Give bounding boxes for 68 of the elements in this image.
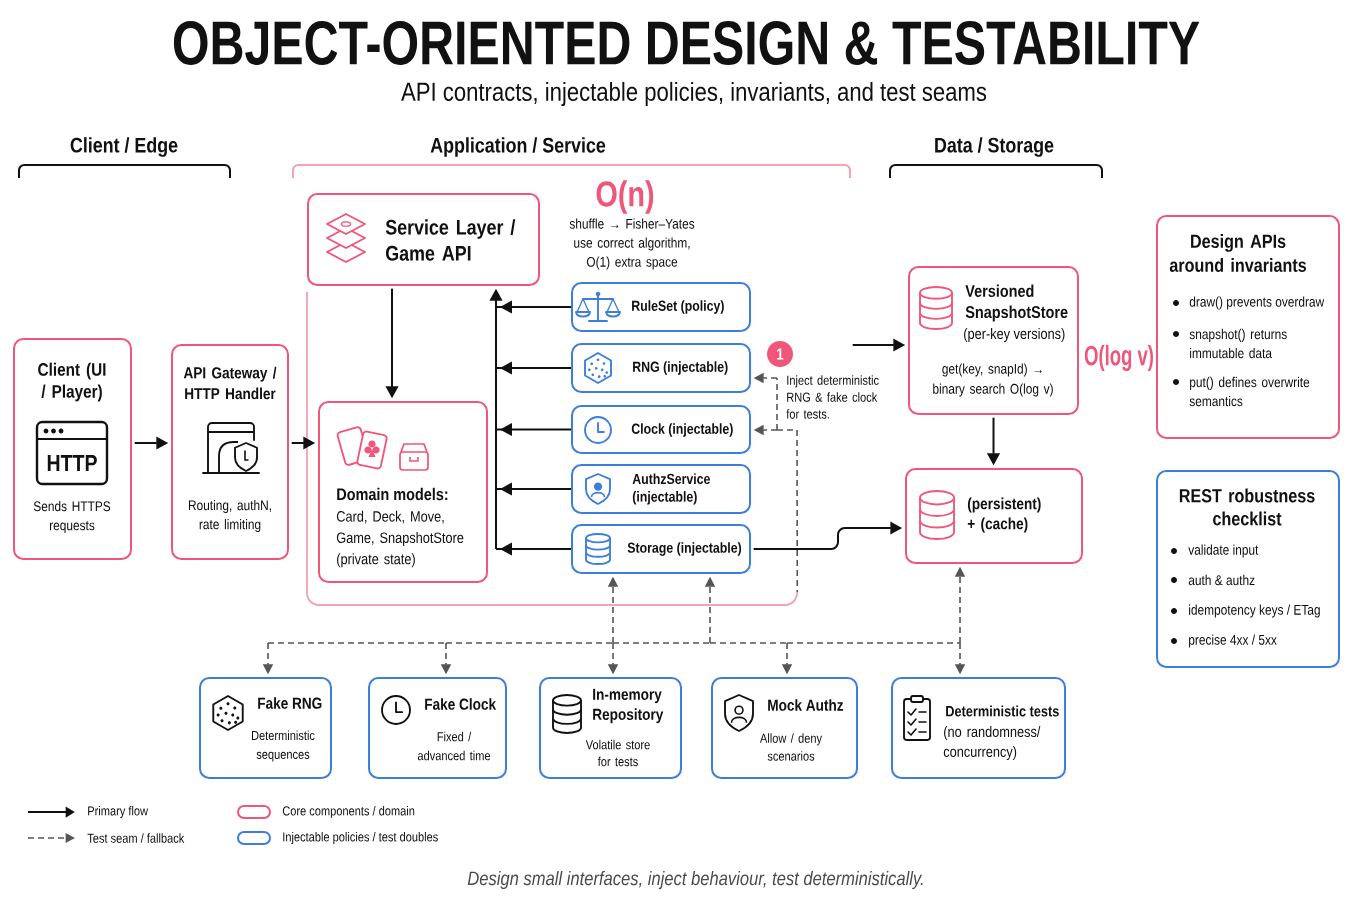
card-label: AuthzService (injectable) <box>632 473 710 505</box>
component-box <box>307 193 540 286</box>
note-box <box>1156 215 1340 439</box>
card-title: Domain models: <box>337 487 448 501</box>
card-title: In-memory Repository <box>593 688 664 724</box>
column-header: Data / Storage <box>935 137 1054 157</box>
bullet-text: auth & authz <box>1188 574 1255 586</box>
column-header: Application / Service <box>430 137 606 157</box>
card-title: Design APIs around invariants <box>1169 234 1307 272</box>
legend-label: Test seam / fallback <box>87 833 185 843</box>
card-title: Versioned SnapshotStore <box>965 284 1068 322</box>
note-box <box>1156 470 1340 668</box>
subtitle: API contracts, injectable policies, invariants, and test seams <box>401 81 987 107</box>
card-title: Mock Authz <box>768 699 844 711</box>
complexity-label: O(n) <box>596 180 654 214</box>
card-text: Routing, authN, rate limiting <box>188 499 271 533</box>
component-box <box>318 401 488 583</box>
card-title: Fake Clock <box>425 698 497 710</box>
card-title: REST robustness checklist <box>1179 488 1315 526</box>
card-text: Card, Deck, Move, Game, SnapshotStore (private state) <box>336 510 464 568</box>
card-title: Service Layer / Game API <box>385 219 516 261</box>
card-title: API Gateway / HTTP Handler <box>183 366 277 400</box>
browser-window: HTTP <box>35 420 109 486</box>
title: OBJECT-ORIENTED DESIGN & TESTABILITY <box>173 21 1200 65</box>
card-title: Client (UI / Player) <box>38 362 106 402</box>
bullet-text: put() defines overwrite semantics <box>1189 376 1310 407</box>
policy-box <box>571 343 751 393</box>
bullet-text: idempotency keys / ETag <box>1189 604 1320 618</box>
component-box <box>171 344 289 560</box>
card-text: Sends HTTPS requests <box>33 500 111 534</box>
card-label: Clock (injectable) <box>631 423 733 437</box>
legend-label: Core components / domain <box>282 805 415 819</box>
card-title: Deterministic tests <box>946 705 1059 717</box>
test-double-box <box>711 677 858 779</box>
bullet-text: validate input <box>1188 544 1259 558</box>
bullet-text: snapshot() returns immutable data <box>1189 328 1287 359</box>
test-double-box <box>891 677 1066 779</box>
card-label: Storage (injectable) <box>627 542 742 556</box>
card-text: Deterministic sequences <box>251 730 315 762</box>
policy-box <box>571 282 751 332</box>
card-text: (per-key versions) <box>964 328 1065 342</box>
test-double-box <box>199 677 332 779</box>
policy-box <box>571 464 751 514</box>
card-label: (persistent) + (cache) <box>967 497 1041 533</box>
legend-label: Primary flow <box>88 805 149 819</box>
test-double-box <box>368 677 507 779</box>
card-text: Allow / deny scenarios <box>760 733 822 761</box>
card-label: RNG (injectable) <box>633 361 728 375</box>
callout-badge: 1 <box>767 341 793 367</box>
annotation-text: Inject deterministic RNG & fake clock for tests. <box>786 375 879 419</box>
card-text: get(key, snapId) → binary search O(log v) <box>933 363 1053 397</box>
test-double-box <box>539 677 682 779</box>
card-text: Volatile store for tests <box>585 739 650 767</box>
annotation-text: shuffle → Fisher–Yates use correct algorithm, O(1) extra space <box>569 218 695 270</box>
bullet-text: precise 4xx / 5xx <box>1189 634 1277 648</box>
policy-box <box>571 524 751 574</box>
component-box <box>13 338 132 560</box>
caption: Design small interfaces, inject behaviour, test deterministically. <box>467 870 923 890</box>
card-title: Fake RNG <box>258 697 322 709</box>
component-box <box>905 468 1083 564</box>
card-text: (no randomness/ concurrency) <box>943 726 1041 760</box>
card-label: RuleSet (policy) <box>632 300 724 314</box>
bullet-text: draw() prevents overdraw <box>1189 296 1325 310</box>
column-header: Client / Edge <box>70 137 178 157</box>
card-text: Fixed / advanced time <box>417 731 491 761</box>
complexity-label: O(log v) <box>1084 344 1153 372</box>
policy-box <box>571 405 751 454</box>
legend-label: Injectable policies / test doubles <box>283 831 438 845</box>
